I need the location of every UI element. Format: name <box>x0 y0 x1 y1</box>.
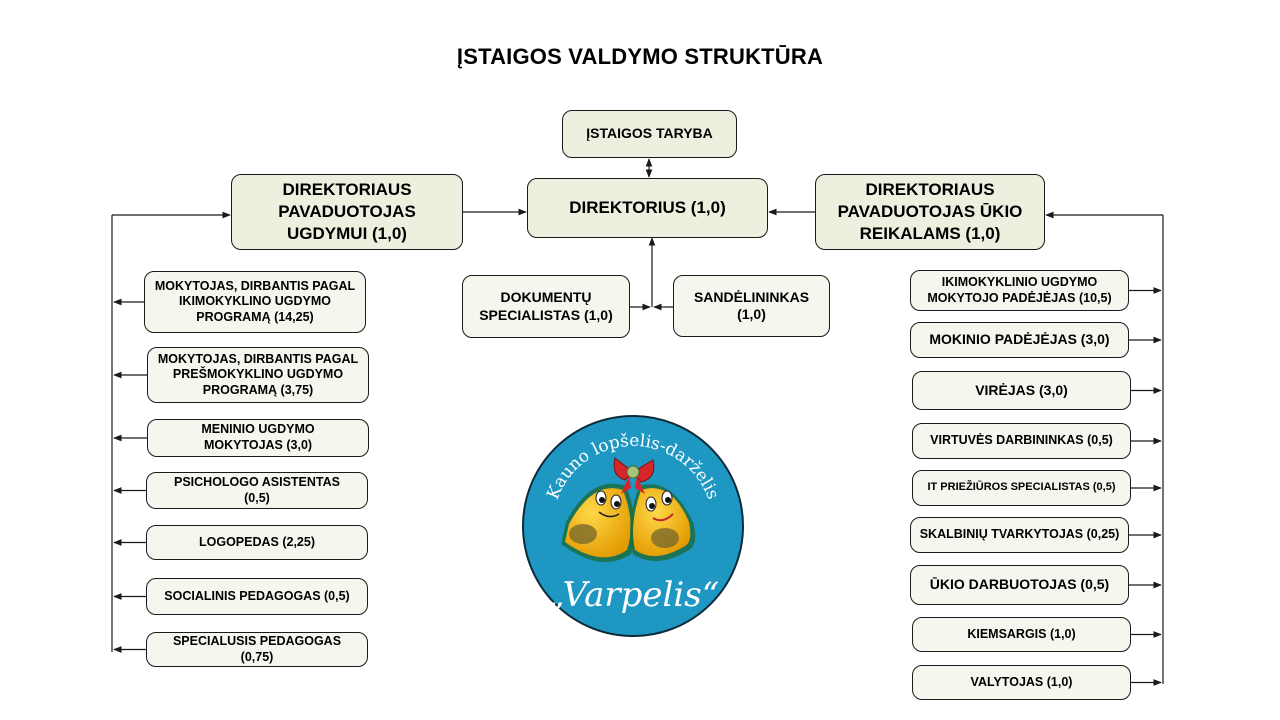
storekeeper-label: SANDĖLININKAS (1,0) <box>693 288 810 323</box>
right-staff-label: VIRTUVĖS DARBININKAS (0,5) <box>930 433 1113 448</box>
left-staff-label: MENINIO UGDYMO MOKYTOJAS (3,0) <box>201 422 315 452</box>
deputy-economy-label: DIREKTORIAUS PAVADUOTOJAS ŪKIO REIKALAMS… <box>837 179 1023 244</box>
right-staff-box: VIRĖJAS (3,0) <box>912 371 1131 410</box>
page-title: ĮSTAIGOS VALDYMO STRUKTŪRA <box>456 44 824 69</box>
right-staff-label: VALYTOJAS (1,0) <box>970 674 1073 689</box>
right-staff-label: IT PRIEŽIŪROS SPECIALISTAS (0,5) <box>927 481 1116 494</box>
right-staff-label: ŪKIO DARBUOTOJAS (0,5) <box>929 576 1110 593</box>
right-staff-box: VALYTOJAS (1,0) <box>912 665 1131 700</box>
storekeeper-box: SANDĖLININKAS (1,0) <box>673 275 830 337</box>
right-staff-label: IKIMOKYKLINIO UGDYMO MOKYTOJO PADĖJĖJAS … <box>927 274 1112 305</box>
right-staff-label: VIRĖJAS (3,0) <box>975 381 1068 398</box>
kindergarten-logo: Kauno lopšelis-darželis „Varpelis“ <box>522 415 744 637</box>
director-box: DIREKTORIUS (1,0) <box>527 178 768 238</box>
documents-specialist-label: DOKUMENTŲ SPECIALISTAS (1,0) <box>479 289 613 323</box>
left-staff-label: LOGOPEDAS (2,25) <box>199 534 315 549</box>
right-staff-box: VIRTUVĖS DARBININKAS (0,5) <box>912 423 1131 459</box>
right-staff-label: MOKINIO PADĖJĖJAS (3,0) <box>929 331 1110 348</box>
right-staff-box: KIEMSARGIS (1,0) <box>912 617 1131 652</box>
council-box: ĮSTAIGOS TARYBA <box>562 110 737 158</box>
left-staff-box: SPECIALUSIS PEDAGOGAS (0,75) <box>146 632 368 667</box>
bells-icon <box>561 457 696 562</box>
left-staff-box: PSICHOLOGO ASISTENTAS (0,5) <box>146 472 368 509</box>
left-staff-label: MOKYTOJAS, DIRBANTIS PAGAL IKIMOKYKLINO … <box>154 278 356 324</box>
left-staff-box: MOKYTOJAS, DIRBANTIS PAGAL IKIMOKYKLINO … <box>144 271 366 333</box>
right-staff-box: SKALBINIŲ TVARKYTOJAS (0,25) <box>910 517 1129 553</box>
council-label: ĮSTAIGOS TARYBA <box>586 125 713 142</box>
right-staff-label: KIEMSARGIS (1,0) <box>967 626 1076 641</box>
director-label: DIREKTORIUS (1,0) <box>569 197 726 217</box>
left-staff-label: MOKYTOJAS, DIRBANTIS PAGAL PREŠMOKYKLINO… <box>157 351 359 397</box>
right-staff-box: IT PRIEŽIŪROS SPECIALISTAS (0,5) <box>912 470 1131 506</box>
left-staff-label: PSICHOLOGO ASISTENTAS (0,5) <box>174 474 340 505</box>
deputy-economy-box: DIREKTORIAUS PAVADUOTOJAS ŪKIO REIKALAMS… <box>815 174 1045 250</box>
deputy-education-box: DIREKTORIAUS PAVADUOTOJAS UGDYMUI (1,0) <box>231 174 463 250</box>
left-staff-box: MENINIO UGDYMO MOKYTOJAS (3,0) <box>147 419 369 457</box>
left-staff-box: LOGOPEDAS (2,25) <box>146 525 368 560</box>
right-staff-box: IKIMOKYKLINIO UGDYMO MOKYTOJO PADĖJĖJAS … <box>910 270 1129 311</box>
left-staff-label: SPECIALUSIS PEDAGOGAS (0,75) <box>172 633 342 664</box>
logo-bottom-text: „Varpelis“ <box>547 575 719 615</box>
right-staff-box: MOKINIO PADĖJĖJAS (3,0) <box>910 322 1129 358</box>
left-staff-label: SOCIALINIS PEDAGOGAS (0,5) <box>164 588 350 603</box>
left-staff-box: SOCIALINIS PEDAGOGAS (0,5) <box>146 578 368 615</box>
deputy-education-label: DIREKTORIAUS PAVADUOTOJAS UGDYMUI (1,0) <box>278 179 416 244</box>
right-staff-label: SKALBINIŲ TVARKYTOJAS (0,25) <box>919 527 1120 542</box>
right-staff-box: ŪKIO DARBUOTOJAS (0,5) <box>910 565 1129 605</box>
documents-specialist-box: DOKUMENTŲ SPECIALISTAS (1,0) <box>462 275 630 338</box>
left-staff-box: MOKYTOJAS, DIRBANTIS PAGAL PREŠMOKYKLINO… <box>147 347 369 403</box>
